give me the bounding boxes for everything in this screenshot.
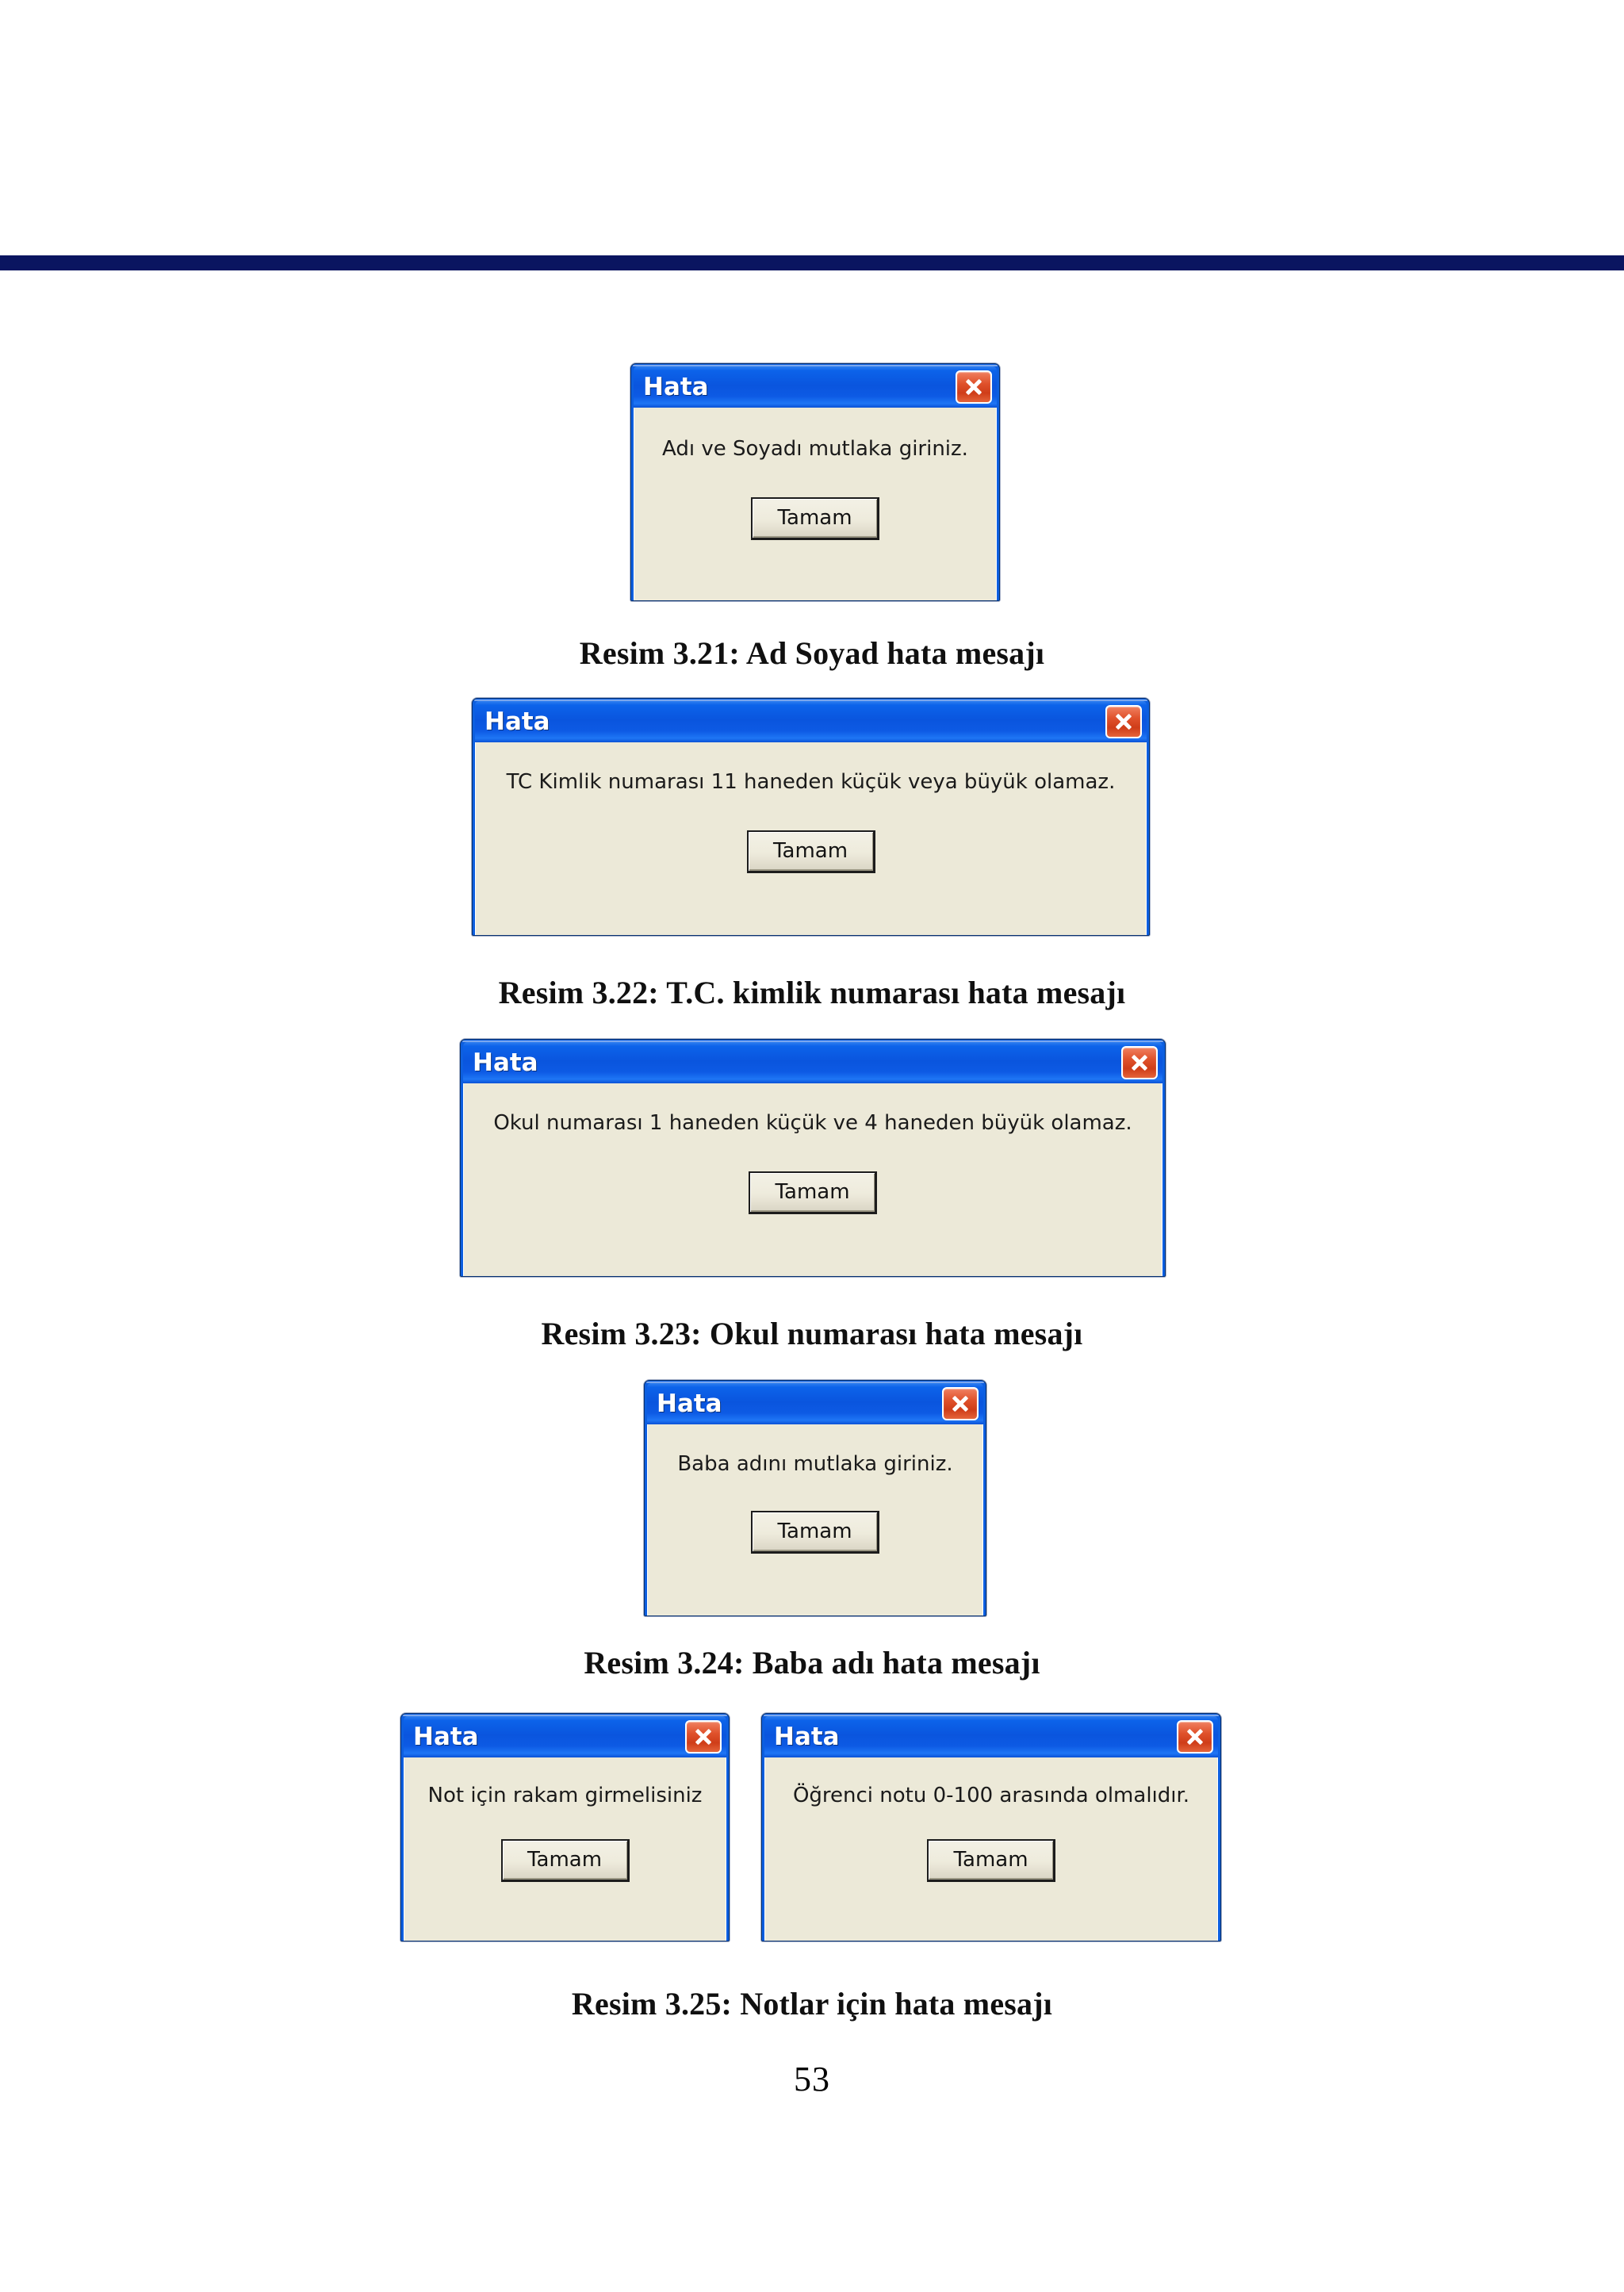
ok-button[interactable]: Tamam bbox=[927, 1838, 1055, 1882]
figure-caption-3-24: Resim 3.24: Baba adı hata mesajı bbox=[584, 1645, 1040, 1681]
dialog-title: Hata bbox=[657, 1391, 722, 1416]
close-icon[interactable] bbox=[685, 1720, 722, 1753]
dialog-title: Hata bbox=[485, 709, 550, 734]
dialog-message: Öğrenci notu 0-100 arasında olmalıdır. bbox=[792, 1784, 1190, 1807]
error-dialog-tc-kimlik[interactable]: Hata TC Kimlik numarası 11 haneden küçük… bbox=[472, 698, 1150, 936]
figure-caption-3-23: Resim 3.23: Okul numarası hata mesajı bbox=[541, 1316, 1083, 1351]
dialog-client-area: Baba adını mutlaka giriniz. Tamam bbox=[647, 1424, 983, 1616]
dialog-client-area: Adı ve Soyadı mutlaka giriniz. Tamam bbox=[634, 408, 997, 600]
dialog-titlebar[interactable]: Hata bbox=[764, 1716, 1218, 1757]
dialog-client-area: Not için rakam girmelisiniz Tamam bbox=[404, 1757, 726, 1941]
dialog-titlebar[interactable]: Hata bbox=[634, 366, 997, 408]
dialog-client-area: Okul numarası 1 haneden küçük ve 4 haned… bbox=[463, 1083, 1162, 1276]
dialog-title: Hata bbox=[413, 1724, 479, 1750]
dialog-message: Baba adını mutlaka giriniz. bbox=[677, 1452, 953, 1476]
dialog-title: Hata bbox=[774, 1724, 840, 1750]
page-number: 53 bbox=[794, 2060, 830, 2098]
ok-button[interactable]: Tamam bbox=[751, 1510, 879, 1554]
dialog-titlebar[interactable]: Hata bbox=[647, 1383, 983, 1424]
dialog-client-area: TC Kimlik numarası 11 haneden küçük veya… bbox=[475, 742, 1147, 935]
dialog-client-area: Öğrenci notu 0-100 arasında olmalıdır. T… bbox=[764, 1757, 1218, 1941]
dialog-message: Okul numarası 1 haneden küçük ve 4 haned… bbox=[493, 1111, 1132, 1135]
error-dialog-not-rakam[interactable]: Hata Not için rakam girmelisiniz Tamam bbox=[400, 1713, 730, 1941]
error-dialog-okul-numarasi[interactable]: Hata Okul numarası 1 haneden küçük ve 4 … bbox=[460, 1039, 1166, 1277]
figure-caption-3-25: Resim 3.25: Notlar için hata mesajı bbox=[571, 1986, 1053, 2022]
dialog-titlebar[interactable]: Hata bbox=[475, 701, 1147, 742]
dialog-title: Hata bbox=[643, 374, 709, 400]
ok-button[interactable]: Tamam bbox=[500, 1838, 630, 1882]
close-icon[interactable] bbox=[956, 370, 992, 404]
error-dialog-baba-adi[interactable]: Hata Baba adını mutlaka giriniz. Tamam bbox=[644, 1380, 986, 1616]
figure-caption-3-22: Resim 3.22: T.C. kimlik numarası hata me… bbox=[498, 975, 1126, 1010]
figure-caption-3-21: Resim 3.21: Ad Soyad hata mesajı bbox=[579, 635, 1045, 671]
dialog-message: Not için rakam girmelisiniz bbox=[427, 1784, 703, 1807]
error-dialog-ad-soyad[interactable]: Hata Adı ve Soyadı mutlaka giriniz. Tama… bbox=[630, 363, 1000, 601]
dialog-message: Adı ve Soyadı mutlaka giriniz. bbox=[662, 437, 968, 461]
close-icon[interactable] bbox=[1121, 1046, 1158, 1079]
ok-button[interactable]: Tamam bbox=[749, 1171, 877, 1214]
ok-button[interactable]: Tamam bbox=[751, 496, 879, 540]
ok-button[interactable]: Tamam bbox=[746, 830, 875, 873]
dialog-message: TC Kimlik numarası 11 haneden küçük veya… bbox=[506, 770, 1116, 794]
page-header-rule bbox=[0, 255, 1624, 270]
close-icon[interactable] bbox=[1105, 705, 1142, 738]
dialog-title: Hata bbox=[473, 1050, 538, 1075]
dialog-titlebar[interactable]: Hata bbox=[404, 1716, 726, 1757]
dialog-titlebar[interactable]: Hata bbox=[463, 1042, 1162, 1083]
error-dialog-ogrenci-notu[interactable]: Hata Öğrenci notu 0-100 arasında olmalıd… bbox=[761, 1713, 1221, 1941]
close-icon[interactable] bbox=[942, 1387, 979, 1420]
close-icon[interactable] bbox=[1177, 1720, 1213, 1753]
